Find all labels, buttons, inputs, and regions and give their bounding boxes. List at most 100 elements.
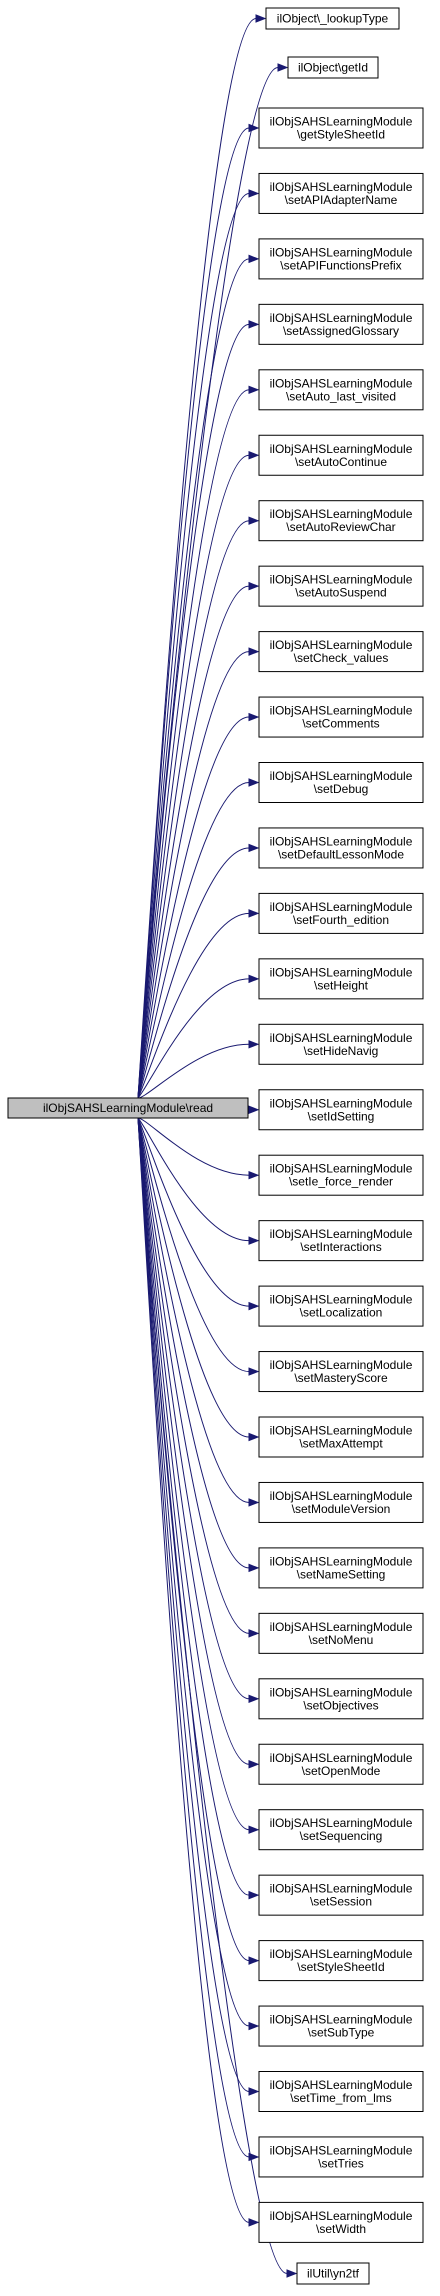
node-ilobjsahslearningmodule-setidsetting[interactable]: ilObjSAHSLearningModule\setIdSetting	[258, 1089, 424, 1131]
node-box[interactable]	[258, 1481, 424, 1523]
node-box[interactable]	[258, 369, 424, 411]
node-ilobjsahslearningmodule-setstylesheetid[interactable]: ilObjSAHSLearningModule\setStyleSheetId	[258, 1940, 424, 1982]
node-box[interactable]	[258, 2071, 424, 2112]
node-label: ilObjSAHSLearningModule	[270, 1031, 413, 1045]
node-label: ilObject\getId	[298, 61, 368, 75]
node-ilobjsahslearningmodule-setapiadaptername[interactable]: ilObjSAHSLearningModule\setAPIAdapterNam…	[258, 172, 424, 214]
node-box[interactable]	[258, 1940, 424, 1982]
node-ilobjsahslearningmodule-setnomenu[interactable]: ilObjSAHSLearningModule\setNoMenu	[258, 1612, 424, 1654]
call-edge	[137, 18, 257, 1099]
node-box[interactable]	[258, 2136, 424, 2178]
arrowhead	[248, 1825, 260, 1834]
arrowhead	[255, 14, 267, 23]
node-ilobjsahslearningmodule-setcheck-values[interactable]: ilObjSAHSLearningModule\setCheck_values	[258, 631, 424, 673]
node-box[interactable]	[265, 7, 400, 30]
node-box[interactable]	[258, 107, 424, 149]
node-ilobjsahslearningmodule-setautosuspend[interactable]: ilObjSAHSLearningModule\setAutoSuspend	[258, 565, 424, 607]
node-box[interactable]	[258, 1023, 424, 1065]
node-box[interactable]	[258, 1285, 424, 1327]
arrowhead	[286, 2269, 298, 2278]
node-label: ilObjSAHSLearningModule	[270, 1554, 413, 1568]
node-ilobject-lookuptype[interactable]: ilObject\_lookupType	[265, 7, 400, 30]
node-ilobjsahslearningmodule-setwidth[interactable]: ilObjSAHSLearningModule\setWidth	[258, 2201, 424, 2243]
node-box[interactable]	[296, 2262, 370, 2285]
root-node-label: ilObjSAHSLearningModule\read	[43, 1101, 213, 1115]
node-box[interactable]	[258, 892, 424, 934]
node-ilobjsahslearningmodule-setdefaultlessonmode[interactable]: ilObjSAHSLearningModule\setDefaultLesson…	[258, 827, 424, 869]
node-ilobjsahslearningmodule-sethidenavig[interactable]: ilObjSAHSLearningModule\setHideNavig	[258, 1023, 424, 1065]
node-box[interactable]	[258, 565, 424, 607]
node-ilutil-yn2tf[interactable]: ilUtil\yn2tf	[296, 2262, 370, 2285]
node-box[interactable]	[258, 1547, 424, 1589]
node-box[interactable]	[258, 1809, 424, 1851]
node-ilobject-getid[interactable]: ilObject\getId	[287, 56, 379, 79]
node-box[interactable]	[258, 500, 424, 542]
node-ilobjsahslearningmodule-setdebug[interactable]: ilObjSAHSLearningModule\setDebug	[258, 762, 424, 803]
node-ilobjsahslearningmodule-setsession[interactable]: ilObjSAHSLearningModule\setSession	[258, 1874, 424, 1916]
node-ilobjsahslearningmodule-setobjectives[interactable]: ilObjSAHSLearningModule\setObjectives	[258, 1678, 424, 1720]
root-node-box[interactable]	[7, 1097, 249, 1119]
node-ilobjsahslearningmodule-setopenmode[interactable]: ilObjSAHSLearningModule\setOpenMode	[258, 1743, 424, 1785]
node-ilobjsahslearningmodule-setsequencing[interactable]: ilObjSAHSLearningModule\setSequencing	[258, 1809, 424, 1851]
node-ilobjsahslearningmodule-setsubtype[interactable]: ilObjSAHSLearningModule\setSubType	[258, 2005, 424, 2047]
node-ilobjsahslearningmodule-setnamesetting[interactable]: ilObjSAHSLearningModule\setNameSetting	[258, 1547, 424, 1589]
node-ilobjsahslearningmodule-setautocontinue[interactable]: ilObjSAHSLearningModule\setAutoContinue	[258, 434, 424, 476]
node-box[interactable]	[258, 1612, 424, 1654]
node-ilobjsahslearningmodule-setauto-last-visited[interactable]: ilObjSAHSLearningModule\setAuto_last_vis…	[258, 369, 424, 411]
arrowhead	[248, 1694, 260, 1704]
node-ilobjsahslearningmodule-setmasteryscore[interactable]: ilObjSAHSLearningModule\setMasteryScore	[258, 1351, 424, 1393]
node-ilobjsahslearningmodule-setie-force-render[interactable]: ilObjSAHSLearningModule\setIe_force_rend…	[258, 1154, 424, 1196]
node-label: \setFourth_edition	[293, 913, 389, 927]
node-ilobjsahslearningmodule-setfourth-edition[interactable]: ilObjSAHSLearningModule\setFourth_editio…	[258, 892, 424, 934]
node-box[interactable]	[258, 958, 424, 1000]
arrowhead	[277, 63, 289, 72]
node-label: \setMaxAttempt	[299, 1437, 383, 1451]
node-ilobjsahslearningmodule-setlocalization[interactable]: ilObjSAHSLearningModule\setLocalization	[258, 1285, 424, 1327]
node-ilobjsahslearningmodule-setmoduleversion[interactable]: ilObjSAHSLearningModule\setModuleVersion	[258, 1481, 424, 1523]
node-ilobjsahslearningmodule-settries[interactable]: ilObjSAHSLearningModule\setTries	[258, 2136, 424, 2178]
call-edge	[137, 1117, 250, 1307]
node-box[interactable]	[258, 696, 424, 738]
node-ilobjsahslearningmodule-setcomments[interactable]: ilObjSAHSLearningModule\setComments	[258, 696, 424, 738]
node-box[interactable]	[258, 1220, 424, 1262]
node-ilobjsahslearningmodule-setautoreviewchar[interactable]: ilObjSAHSLearningModule\setAutoReviewCha…	[258, 500, 424, 542]
node-label: ilObjSAHSLearningModule	[270, 1816, 413, 1830]
call-edge	[137, 1117, 250, 1765]
node-box[interactable]	[258, 631, 424, 673]
node-ilobjsahslearningmodule-setmaxattempt[interactable]: ilObjSAHSLearningModule\setMaxAttempt	[258, 1416, 424, 1458]
node-box[interactable]	[258, 1154, 424, 1196]
node-box[interactable]	[258, 2005, 424, 2047]
node-box[interactable]	[258, 1874, 424, 1916]
call-edge	[137, 651, 250, 1099]
call-edges	[137, 14, 298, 2278]
node-box[interactable]	[258, 1678, 424, 1720]
node-box[interactable]	[258, 827, 424, 869]
node-box[interactable]	[258, 762, 424, 803]
node-box[interactable]	[258, 1416, 424, 1458]
node-label: \setAuto_last_visited	[286, 389, 396, 403]
node-box[interactable]	[258, 2201, 424, 2243]
node-box[interactable]	[258, 434, 424, 476]
node-box[interactable]	[258, 1089, 424, 1131]
node-box[interactable]	[258, 238, 424, 280]
node-label: ilObjSAHSLearningModule	[270, 376, 413, 390]
node-ilobjsahslearningmodule-getstylesheetid[interactable]: ilObjSAHSLearningModule\getStyleSheetId	[258, 107, 424, 149]
node-box[interactable]	[287, 56, 379, 79]
arrowhead	[248, 320, 260, 329]
node-box[interactable]	[258, 303, 424, 345]
arrowhead	[248, 123, 260, 133]
arrowhead	[248, 1498, 260, 1507]
node-ilobjsahslearningmodule-settime-from-lms[interactable]: ilObjSAHSLearningModule\setTime_from_lms	[258, 2071, 424, 2112]
node-label: \setHeight	[314, 978, 369, 992]
node-ilobjsahslearningmodule-setapifunctionsprefix[interactable]: ilObjSAHSLearningModule\setAPIFunctionsP…	[258, 238, 424, 280]
node-box[interactable]	[258, 1351, 424, 1393]
node-box[interactable]	[258, 172, 424, 214]
arrowhead	[248, 451, 260, 460]
call-edge	[137, 1117, 250, 1438]
node-ilobjsahslearningmodule-setheight[interactable]: ilObjSAHSLearningModule\setHeight	[258, 958, 424, 1000]
root-node[interactable]: ilObjSAHSLearningModule\read	[7, 1097, 249, 1119]
node-ilobjsahslearningmodule-setinteractions[interactable]: ilObjSAHSLearningModule\setInteractions	[258, 1220, 424, 1262]
node-box[interactable]	[258, 1743, 424, 1785]
node-ilobjsahslearningmodule-setassignedglossary[interactable]: ilObjSAHSLearningModule\setAssignedGloss…	[258, 303, 424, 345]
call-nodes: ilObject\_lookupType ilObject\getId ilObjS…	[7, 7, 424, 2285]
